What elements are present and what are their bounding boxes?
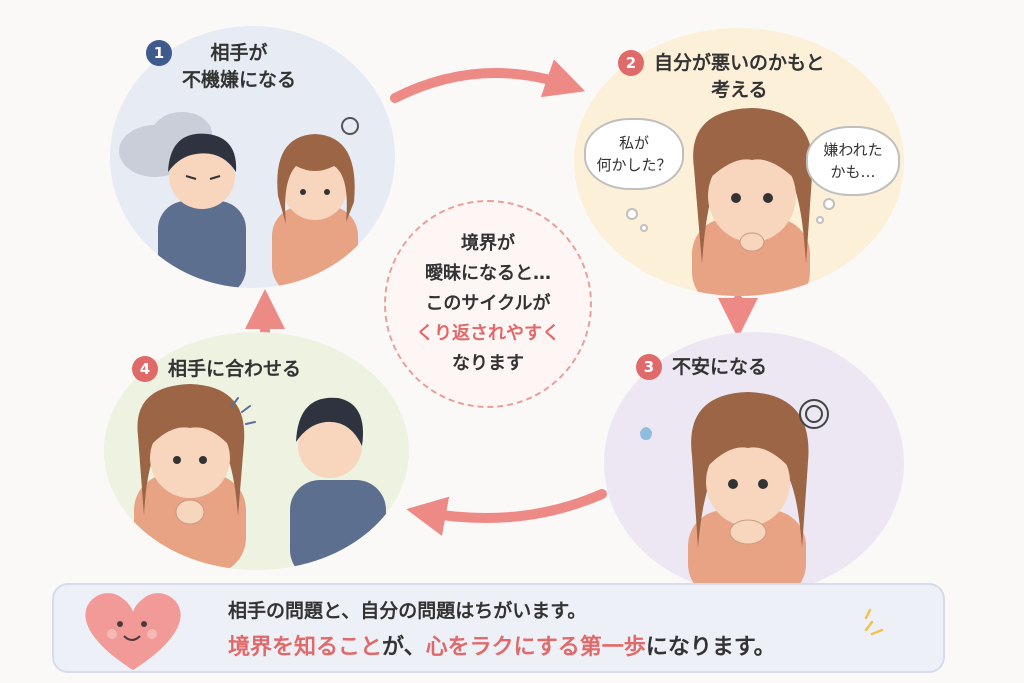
step-3-title: 不安になる (672, 354, 767, 381)
step-2-label: 2 自分が悪いのかもと 考える (618, 50, 825, 104)
heart-mascot-icon (78, 586, 188, 676)
banner-line1: 相手の問題と、自分の問題はちがいます。 (228, 596, 586, 623)
banner-highlight-2: 心をラクにする第一歩 (426, 635, 646, 660)
banner-text-2: が、 (382, 635, 426, 660)
thought-bubble-left: 私が 何かした？ (584, 118, 684, 190)
step-3-label: 3 不安になる (636, 354, 767, 381)
step-1-label: 1 相手が 不機嫌になる (146, 40, 296, 94)
thought-left-line1: 私が (619, 132, 649, 154)
center-line5: なります (452, 349, 524, 379)
step-1-title-line2: 不機嫌になる (182, 67, 296, 94)
banner-text-4: になります。 (646, 635, 776, 660)
arrow-1-to-2 (395, 73, 570, 98)
center-line1: 境界が (461, 229, 515, 259)
step-2-title-line1: 自分が悪いのかもと (654, 50, 825, 77)
thought-right-line1: 嫌われた (823, 139, 882, 161)
step-1-number: 1 (146, 40, 172, 66)
step-4-label: 4 相手に合わせる (132, 356, 301, 383)
step-4-number: 4 (132, 356, 158, 382)
banner-highlight-1: 境界を知ること (228, 635, 382, 660)
center-highlight-line: くり返されやすく (416, 319, 560, 349)
step-4-title: 相手に合わせる (168, 356, 301, 383)
step-3-number: 3 (636, 354, 662, 380)
thought-left-line2: 何かした？ (596, 154, 671, 176)
center-line3: このサイクルが (425, 289, 550, 319)
banner-line2: 境界を知ることが、心をラクにする第一歩になります。 (228, 629, 776, 661)
cycle-center-message: 境界が 曖昧になると… このサイクルが くり返されやすく なります (384, 200, 592, 408)
thought-right-line2: かも… (830, 161, 875, 183)
center-line2: 曖昧になると… (425, 259, 551, 289)
step-2-number: 2 (618, 50, 644, 76)
thought-bubble-right: 嫌われた かも… (806, 126, 900, 196)
step-2-title-line2: 考える (654, 77, 825, 104)
sparkle-icon (862, 608, 892, 638)
arrow-3-to-4 (422, 494, 602, 518)
step-1-title-line1: 相手が (182, 40, 296, 67)
